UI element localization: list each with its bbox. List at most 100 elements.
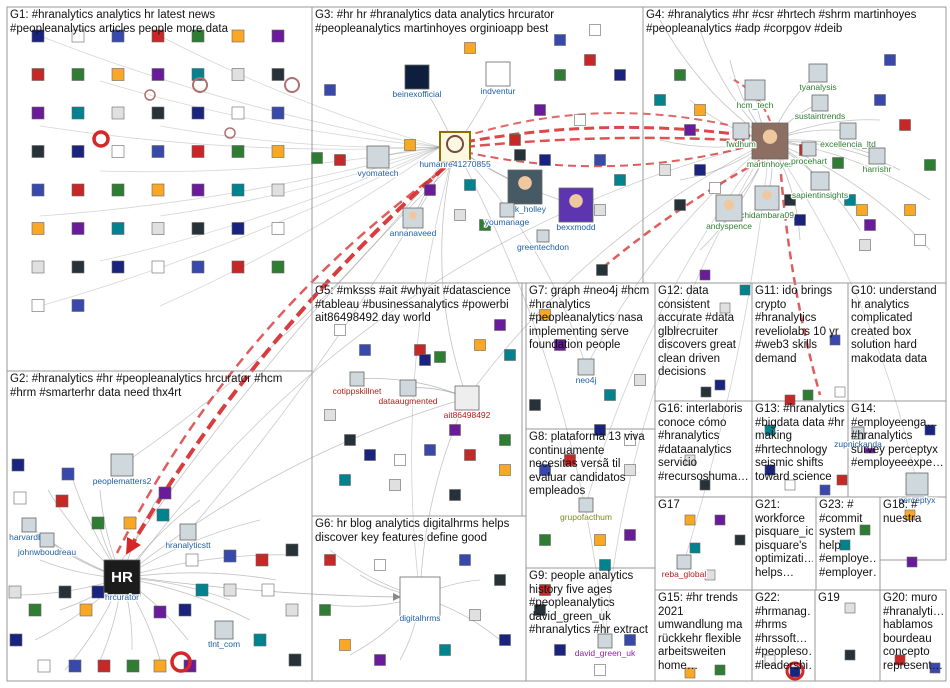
node-marker (474, 339, 486, 351)
node-zupnickanda[interactable]: zupnickanda (833, 426, 883, 450)
hr-logo-mark: HR (111, 569, 133, 586)
node-harrishr[interactable]: harrishr (861, 147, 893, 175)
node-neo4j[interactable]: neo4j (574, 358, 598, 386)
node-reba-global[interactable]: reba_global (661, 554, 708, 580)
node-marker (906, 556, 918, 568)
node-marker (844, 194, 856, 206)
node-marker (414, 344, 426, 356)
node-chidambara09[interactable]: chidambara09 (739, 185, 795, 221)
node-marker (464, 179, 476, 191)
node-peoplematters2[interactable]: peoplematters2 (91, 453, 153, 487)
edge (99, 80, 441, 148)
excellencia-logo (839, 122, 857, 140)
group-label-g4: G4: #hranalytics #hr #csr #hrtech #shrm … (646, 9, 917, 35)
sustaintrends-logo (811, 94, 829, 112)
indventur-logo (485, 61, 511, 87)
node-marker (589, 24, 601, 36)
node-beinexofficial[interactable]: beinexofficial (391, 64, 443, 100)
node-marker (11, 458, 25, 472)
node-marker (359, 344, 371, 356)
node-nick-holley[interactable]: nick_holley (503, 169, 548, 215)
person-avatar (851, 426, 865, 440)
node-procehart[interactable]: procehart (790, 141, 829, 167)
person-avatar (597, 633, 613, 649)
node-marker (13, 491, 27, 505)
node-marker (271, 68, 285, 81)
node-marker (185, 553, 199, 567)
group-label-g8: G8: plataforma 13 viva continuamente nec… (529, 431, 645, 497)
edge (159, 35, 441, 148)
node-vyomatech[interactable]: vyomatech (356, 145, 400, 179)
node-humanre41270855[interactable]: humanre41270855 (418, 131, 492, 170)
node-label-chidambara09: chidambara09 (740, 210, 794, 220)
node-marker (904, 204, 916, 216)
node-tyanalysis[interactable]: tyanalysis (798, 63, 838, 93)
node-sustaintrends[interactable]: sustaintrends (793, 94, 847, 122)
group-label-g1: G1: #hranalytics analytics hr latest new… (10, 9, 228, 35)
node-marker (195, 583, 209, 597)
node-marker (479, 219, 491, 231)
node-marker (374, 559, 386, 571)
node-marker (231, 260, 245, 274)
edge (121, 554, 296, 579)
node-marker (31, 106, 45, 120)
node-marker (191, 29, 205, 43)
node-martinhoyes[interactable]: martinhoyes (746, 122, 794, 170)
node-label-youmanage: youmanage (485, 217, 530, 227)
node-ait86498492[interactable]: ait86498492 (442, 385, 492, 421)
node-marker (624, 434, 636, 446)
strong-edge (462, 112, 746, 138)
node-marker (594, 534, 606, 546)
node-marker (574, 114, 586, 126)
node-dataaugmented[interactable]: dataaugmented (377, 379, 439, 407)
node-marker (469, 609, 481, 621)
edge (769, 140, 918, 485)
self-loop (92, 130, 110, 148)
group-label-g18: G18: # nuestra (883, 499, 922, 525)
node-andyspence[interactable]: andyspence (705, 194, 753, 232)
node-annanaveed[interactable]: annanaveed (388, 207, 438, 239)
node-marker (594, 154, 606, 166)
node-marker (739, 284, 751, 296)
node-marker (389, 479, 401, 491)
node-digitalhrms[interactable]: digitalhrms (398, 576, 442, 624)
node-bexxmodd[interactable]: bexxmodd (555, 187, 597, 233)
node-marker (924, 159, 936, 171)
node-marker (68, 659, 82, 673)
node-grupofacthum[interactable]: grupofacthum (559, 497, 613, 523)
dataaugmented-logo (399, 379, 417, 397)
node-perceptyx[interactable]: perceptyx (897, 472, 937, 506)
node-hcm-tech[interactable]: hcm_tech (735, 79, 775, 111)
node-excellencia-ltd[interactable]: excellencia_ltd (819, 122, 877, 150)
node-johnwboudreau[interactable]: johnwboudreau (16, 532, 78, 558)
node-tlnt-com[interactable]: tlnt_com (207, 620, 241, 650)
node-youmanage[interactable]: youmanage (484, 202, 531, 228)
node-fwdhum[interactable]: fwdhum (725, 122, 757, 150)
node-hranalyticstt[interactable]: hranalyticstt (164, 523, 213, 551)
node-marker (859, 239, 871, 251)
node-marker (764, 464, 776, 476)
node-greentechdon[interactable]: greentechdon (516, 229, 571, 253)
node-marker (344, 434, 356, 446)
node-sapientinsights[interactable]: sapientinsights (791, 171, 849, 201)
node-marker (554, 644, 566, 656)
edge (99, 146, 441, 262)
group-label-g14: G14: #employeenga… #hranalytics survey p… (851, 403, 943, 469)
node-marker (231, 29, 245, 43)
group-box-g3 (311, 6, 644, 284)
tlnt-logo (214, 620, 234, 640)
node-marker (191, 145, 205, 158)
node-label-harrishr: harrishr (863, 164, 892, 174)
node-david-green-uk[interactable]: david_green_uk (574, 633, 637, 659)
node-cotippskillnet[interactable]: cotippskillnet (331, 371, 383, 397)
node-marker (31, 299, 45, 312)
node-indventur[interactable]: indventur (479, 61, 517, 97)
face-icon (762, 129, 778, 144)
node-harvardbiz[interactable]: harvardbiz (8, 517, 50, 543)
node-marker (459, 554, 471, 566)
node-marker (434, 351, 446, 363)
node-marker (514, 149, 526, 161)
node-marker (191, 260, 205, 274)
group-boxes-layer (6, 6, 947, 682)
